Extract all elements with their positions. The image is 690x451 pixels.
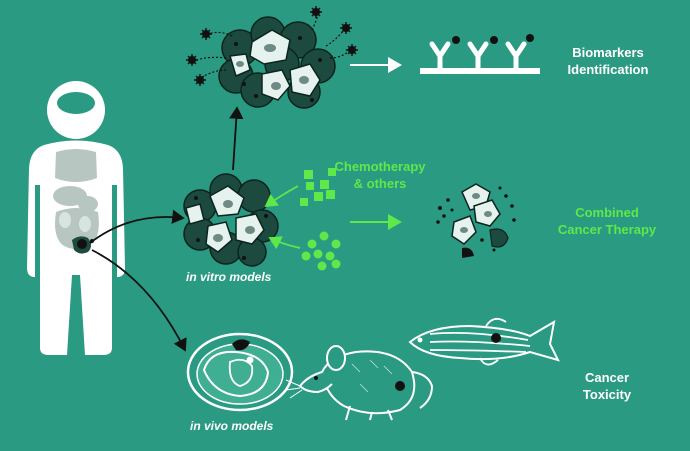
in-vitro-models-label: in vitro models [186, 270, 272, 284]
arrow-to-in-vitro [89, 209, 185, 244]
drug-square-particles-icon [300, 168, 336, 206]
biomarkers-label: Biomarkers Identification [567, 45, 649, 77]
biomarker-star-icons [186, 6, 358, 86]
drug-round-particles-icon [301, 231, 341, 271]
adult-zebrafish-icon [408, 317, 560, 366]
tumor-cluster-middle-icon [183, 173, 279, 267]
tumor-cluster-top-icon [218, 16, 336, 109]
mouse-model-icon [285, 345, 434, 421]
zebrafish-embryo-icon [186, 332, 294, 412]
combined-therapy-label: Combined Cancer Therapy [557, 205, 657, 237]
arrow-up-to-cluster [229, 106, 244, 171]
arrow-chemo-round [268, 236, 301, 250]
in-vivo-models-label: in vivo models [190, 419, 274, 433]
dying-cells-icon [436, 183, 516, 258]
chemotherapy-label: Chemotherapy & others [334, 159, 426, 191]
receptor-array-icon [420, 34, 540, 74]
toxicity-label: Cancer Toxicity [582, 370, 632, 402]
arrow-chemo-square [264, 185, 299, 208]
human-silhouette-icon [27, 81, 125, 355]
arrow-to-in-vivo [91, 249, 187, 352]
